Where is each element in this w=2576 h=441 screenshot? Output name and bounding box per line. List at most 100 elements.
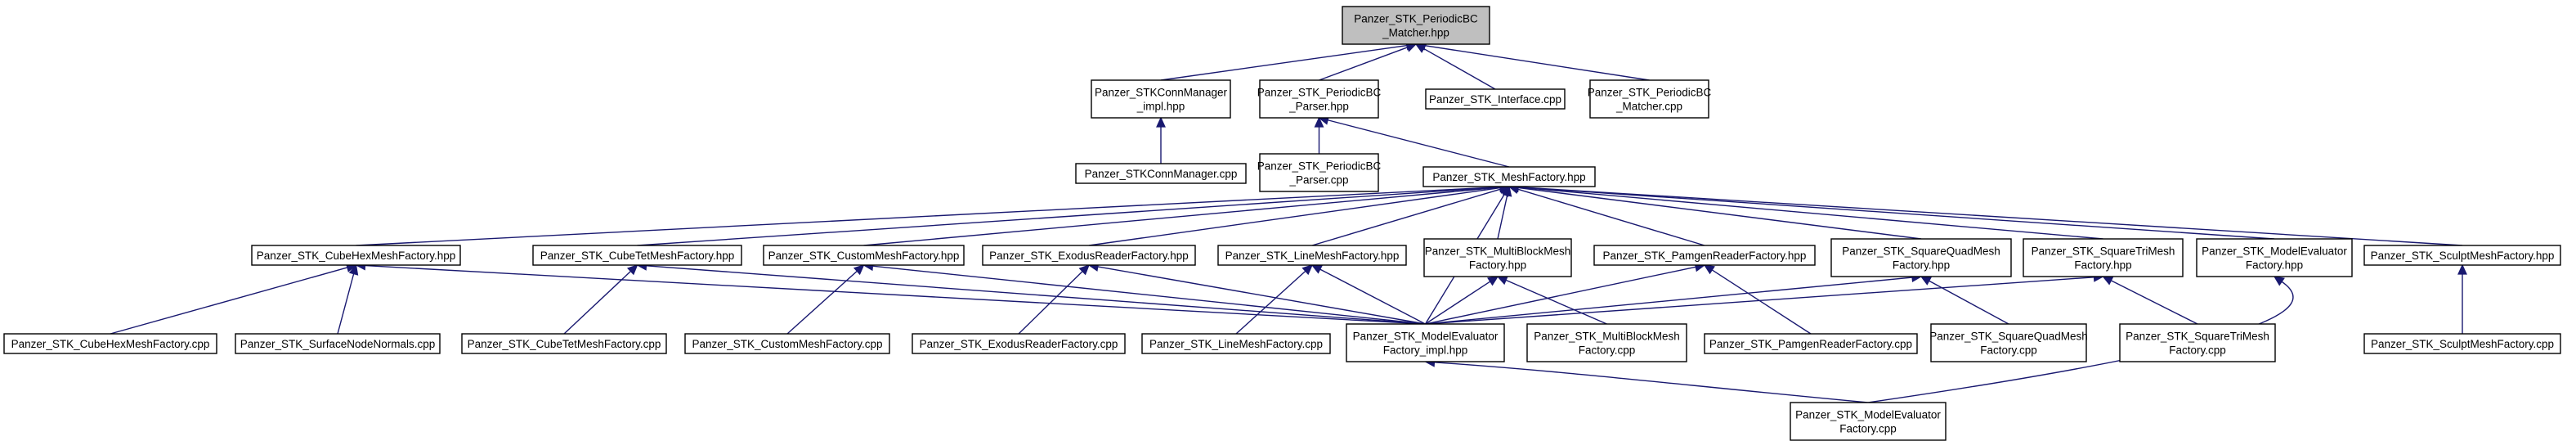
node-box[interactable] bbox=[1141, 333, 1331, 354]
edge-modeleval_impl-to-squarequad_hpp bbox=[1425, 272, 1923, 325]
node-box[interactable] bbox=[1593, 245, 1816, 266]
edge-line bbox=[872, 265, 1426, 325]
edge-line bbox=[1018, 271, 1083, 335]
edge-line_hpp-to-meshfactory_hpp bbox=[1311, 184, 1511, 246]
node-box[interactable] bbox=[1423, 238, 1572, 277]
node-box[interactable] bbox=[763, 245, 965, 266]
edge-cubehex_hpp-to-meshfactory_hpp bbox=[356, 182, 1511, 246]
node-cubetet_hpp[interactable]: Panzer_STK_CubeTetMeshFactory.hpp bbox=[532, 245, 742, 266]
edge-pamgen_hpp-to-meshfactory_hpp bbox=[1508, 184, 1705, 246]
arrowhead-icon bbox=[1156, 116, 1166, 128]
node-line_cpp[interactable]: Panzer_STK_LineMeshFactory.cpp bbox=[1141, 333, 1331, 354]
node-label: Panzer_STK_SurfaceNodeNormals.cpp bbox=[240, 338, 436, 350]
node-modeleval_impl[interactable]: Panzer_STK_ModelEvaluatorFactory_impl.hp… bbox=[1346, 323, 1505, 362]
node-box[interactable] bbox=[1091, 79, 1231, 119]
nodes-layer: Panzer_STK_PeriodicBC_Matcher.hppPanzer_… bbox=[3, 6, 2561, 441]
node-box[interactable] bbox=[2363, 333, 2561, 354]
node-box[interactable] bbox=[1704, 333, 1918, 354]
node-box[interactable] bbox=[2023, 238, 2184, 277]
node-box[interactable] bbox=[1217, 245, 1407, 266]
node-box[interactable] bbox=[684, 333, 890, 354]
node-line_hpp[interactable]: Panzer_STK_LineMeshFactory.hpp bbox=[1217, 245, 1407, 266]
edge-modeleval_cpp-to-modeleval_impl bbox=[1424, 357, 1869, 403]
node-exodus_hpp[interactable]: Panzer_STK_ExodusReaderFactory.hpp bbox=[982, 245, 1196, 266]
node-exodus_cpp[interactable]: Panzer_STK_ExodusReaderFactory.cpp bbox=[912, 333, 1126, 354]
node-interface_cpp[interactable]: Panzer_STK_Interface.cpp bbox=[1425, 88, 1566, 110]
node-meshfactory_hpp[interactable]: Panzer_STK_MeshFactory.hpp bbox=[1422, 166, 1596, 187]
node-box[interactable] bbox=[532, 245, 742, 266]
node-box[interactable] bbox=[1422, 166, 1596, 187]
edge-line bbox=[1319, 47, 1408, 81]
node-custom_hpp[interactable]: Panzer_STK_CustomMeshFactory.hpp bbox=[763, 245, 965, 266]
edge-line bbox=[1517, 188, 1705, 246]
node-box[interactable] bbox=[1790, 402, 1947, 441]
node-box[interactable] bbox=[3, 333, 217, 354]
edge-exodus_hpp-to-meshfactory_hpp bbox=[1088, 182, 1511, 246]
node-box[interactable] bbox=[1075, 163, 1247, 184]
arrowhead-icon bbox=[2273, 276, 2285, 286]
edge-line bbox=[110, 267, 348, 335]
edge-connmgr_cpp-to-connmgr_impl bbox=[1156, 116, 1166, 164]
node-box[interactable] bbox=[1589, 79, 1709, 119]
node-box[interactable] bbox=[1259, 79, 1379, 119]
edge-line bbox=[863, 187, 1501, 246]
node-parser_cpp[interactable]: Panzer_STK_PeriodicBC_Parser.cpp bbox=[1257, 153, 1382, 192]
edge-sculpt_hpp-to-meshfactory_hpp bbox=[1508, 182, 2463, 246]
node-box[interactable] bbox=[1342, 6, 1490, 45]
node-label: _Parser.hpp bbox=[1288, 101, 1349, 113]
node-box[interactable] bbox=[1830, 238, 2012, 277]
edge-interface_cpp-to-matcher_hpp bbox=[1414, 43, 1496, 90]
node-matcher_hpp[interactable]: Panzer_STK_PeriodicBC_Matcher.hpp bbox=[1342, 6, 1490, 45]
node-box[interactable] bbox=[1930, 323, 2087, 362]
node-connmgr_cpp[interactable]: Panzer_STKConnManager.cpp bbox=[1075, 163, 1247, 184]
node-box[interactable] bbox=[912, 333, 1126, 354]
node-box[interactable] bbox=[1259, 153, 1379, 192]
node-box[interactable] bbox=[982, 245, 1196, 266]
edge-line bbox=[1319, 268, 1426, 325]
node-label: _Parser.cpp bbox=[1288, 174, 1348, 187]
node-custom_cpp[interactable]: Panzer_STK_CustomMeshFactory.cpp bbox=[684, 333, 890, 354]
node-label: Factory.hpp bbox=[1469, 259, 1526, 272]
node-parser_hpp[interactable]: Panzer_STK_PeriodicBC_Parser.hpp bbox=[1257, 79, 1382, 119]
node-box[interactable] bbox=[461, 333, 667, 354]
node-label: Factory.cpp bbox=[1839, 423, 1897, 435]
node-pamgen_cpp[interactable]: Panzer_STK_PamgenReaderFactory.cpp bbox=[1704, 333, 1918, 354]
node-box[interactable] bbox=[2119, 323, 2276, 362]
node-label: Factory.hpp bbox=[2246, 259, 2303, 272]
node-sculpt_cpp[interactable]: Panzer_STK_SculptMeshFactory.cpp bbox=[2363, 333, 2561, 354]
node-cubehex_cpp[interactable]: Panzer_STK_CubeHexMeshFactory.cpp bbox=[3, 333, 217, 354]
node-box[interactable] bbox=[235, 333, 441, 354]
node-label: Panzer_STK_PamgenReaderFactory.hpp bbox=[1603, 250, 1807, 262]
node-box[interactable] bbox=[1346, 323, 1505, 362]
node-box[interactable] bbox=[1425, 88, 1566, 110]
node-label: Panzer_STK_SquareQuadMesh bbox=[1842, 245, 2000, 258]
node-box[interactable] bbox=[2363, 245, 2561, 266]
node-box[interactable] bbox=[251, 245, 461, 266]
node-cubehex_hpp[interactable]: Panzer_STK_CubeHexMeshFactory.hpp bbox=[251, 245, 461, 266]
node-sculpt_hpp[interactable]: Panzer_STK_SculptMeshFactory.hpp bbox=[2363, 245, 2561, 266]
node-label: Panzer_STK_CustomMeshFactory.cpp bbox=[692, 338, 882, 350]
node-surfnormals_cpp[interactable]: Panzer_STK_SurfaceNodeNormals.cpp bbox=[235, 333, 441, 354]
node-cubetet_cpp[interactable]: Panzer_STK_CubeTetMeshFactory.cpp bbox=[461, 333, 667, 354]
edge-line bbox=[356, 186, 1501, 246]
edge-modeleval_hpp-to-meshfactory_hpp bbox=[1508, 182, 2275, 240]
edge-pamgen_cpp-to-pamgen_hpp bbox=[1703, 264, 1812, 335]
node-box[interactable] bbox=[1526, 323, 1687, 362]
node-matcher_cpp[interactable]: Panzer_STK_PeriodicBC_Matcher.cpp bbox=[1588, 79, 1712, 119]
node-pamgen_hpp[interactable]: Panzer_STK_PamgenReaderFactory.hpp bbox=[1593, 245, 1816, 266]
edge-modeleval_impl-to-custom_hpp bbox=[862, 261, 1426, 325]
arrowhead-icon bbox=[1499, 185, 1510, 197]
node-label: _impl.hpp bbox=[1136, 101, 1185, 113]
edge-line bbox=[1235, 270, 1306, 335]
arrowhead-icon bbox=[1487, 276, 1499, 286]
node-connmgr_impl[interactable]: Panzer_STKConnManager_impl.hpp bbox=[1091, 79, 1231, 119]
node-box[interactable] bbox=[2196, 238, 2353, 277]
